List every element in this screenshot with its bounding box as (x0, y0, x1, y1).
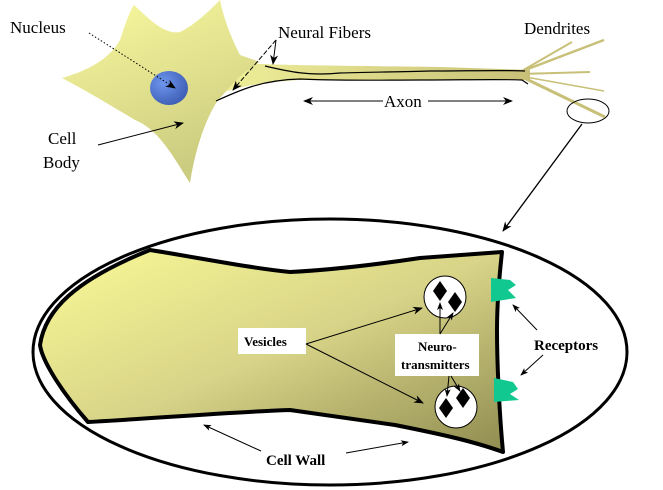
cell-wall-pointer-left (203, 424, 262, 452)
nucleus-label: Nucleus (10, 18, 66, 37)
neurotransmitter-diamond (448, 292, 462, 312)
neural-fibers-pointer-2 (270, 39, 279, 65)
vesicle-upper (423, 275, 467, 319)
zoom-callout-circle (566, 98, 610, 124)
dendrites (519, 38, 606, 119)
cell-body-label-line1: Cell (48, 129, 77, 148)
vesicles-pointer-upper (305, 306, 423, 345)
neural-fibers-pointer-1 (232, 39, 277, 91)
vesicles-label-box (238, 328, 306, 354)
cell-wall-label: Cell Wall (266, 453, 325, 469)
nucleus-pointer (88, 32, 176, 89)
zoom-callout-pointer (502, 123, 583, 232)
cell-body-pointer (97, 121, 184, 146)
neural-fiber-lower (215, 78, 529, 102)
vesicle-lower (434, 385, 478, 429)
receptors-pointer-lower (520, 354, 544, 376)
neurotransmitters-pointer-4 (450, 375, 461, 392)
cell-wall-pointer-right (345, 440, 409, 454)
nucleus (150, 71, 188, 105)
axon-shape (225, 63, 530, 92)
neural-fibers-label: Neural Fibers (278, 23, 371, 42)
neuron-cell (62, 0, 606, 183)
neurotransmitters-label-box (395, 334, 479, 376)
vesicles-label: Vesicles (244, 334, 287, 349)
axon-label: Axon (384, 92, 422, 111)
receptor-upper (491, 278, 516, 302)
neurotransmitter-diamond (456, 388, 470, 408)
cell-body-label-line2: Body (43, 153, 80, 172)
neurotransmitter-diamond (439, 398, 453, 418)
receptors-pointer-upper (512, 304, 538, 331)
neurotransmitters-label-line1: Neuro- (418, 339, 457, 354)
neurotransmitters-pointer-3 (444, 375, 451, 397)
dendrites-label: Dendrites (524, 19, 590, 38)
neurotransmitters-pointer-2 (439, 312, 454, 335)
receptors-label: Receptors (534, 338, 598, 354)
neurotransmitters-label-line2: transmitters (401, 357, 470, 372)
neural-fiber-upper (264, 65, 526, 75)
neurotransmitter-diamond (433, 281, 447, 301)
vesicles-pointer-lower (305, 343, 424, 404)
receptor-lower (494, 378, 519, 402)
